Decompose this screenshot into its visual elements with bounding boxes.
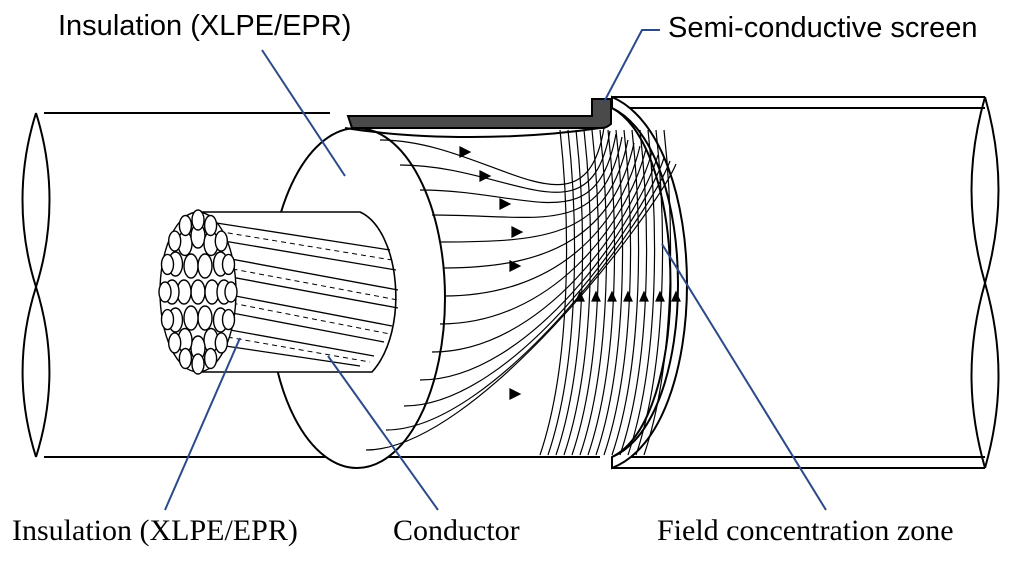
strand-circle bbox=[158, 281, 172, 303]
semi-conductive-screen bbox=[346, 98, 612, 129]
field-line bbox=[431, 151, 653, 353]
field-line bbox=[379, 127, 605, 186]
strand-circle bbox=[197, 253, 213, 279]
field-arrowhead bbox=[511, 226, 524, 238]
leader-lines bbox=[164, 29, 827, 511]
field-arrowhead bbox=[623, 290, 633, 302]
field-line-dense bbox=[595, 129, 624, 456]
strand-circle bbox=[224, 281, 238, 303]
field-line-dense bbox=[643, 129, 672, 456]
field-line bbox=[403, 157, 665, 407]
field-line-dense bbox=[571, 129, 600, 456]
strand-circle bbox=[160, 253, 175, 276]
field-line bbox=[443, 142, 635, 269]
strand-circle bbox=[221, 253, 236, 276]
field-line bbox=[439, 139, 629, 243]
field-line bbox=[439, 148, 647, 325]
strand-circle bbox=[214, 332, 229, 354]
field-arrowhead bbox=[575, 290, 585, 302]
field-line bbox=[385, 160, 671, 431]
strand-circle bbox=[203, 214, 218, 237]
strand-circle bbox=[214, 230, 229, 252]
label-insulation-bottom: Insulation (XLPE/EPR) bbox=[12, 514, 298, 547]
strand-circle bbox=[221, 308, 236, 331]
strand-circle bbox=[203, 347, 218, 370]
leader-conductor bbox=[327, 355, 439, 511]
field-line-dense bbox=[627, 129, 656, 456]
field-line bbox=[431, 136, 623, 219]
strand-circle bbox=[178, 214, 193, 237]
field-arrowhead bbox=[509, 260, 522, 272]
label-field-concentration-zone: Field concentration zone bbox=[657, 514, 954, 547]
field-line bbox=[365, 163, 677, 451]
leader-field-concentration-zone bbox=[661, 243, 827, 511]
field-line-dense bbox=[611, 129, 640, 456]
field-arrowhead bbox=[607, 290, 617, 302]
label-conductor: Conductor bbox=[393, 514, 520, 547]
field-arrowhead bbox=[459, 146, 472, 158]
leader-semi-conductive-screen bbox=[603, 29, 660, 103]
label-insulation-top: Insulation (XLPE/EPR) bbox=[58, 10, 352, 42]
electric-field-lines bbox=[365, 127, 681, 456]
field-line-dense bbox=[547, 129, 576, 456]
strand-circle bbox=[197, 305, 213, 331]
field-line bbox=[419, 133, 617, 204]
label-semi-conductive-screen: Semi-conductive screen bbox=[668, 12, 978, 44]
strand-circle bbox=[178, 347, 193, 370]
strand-circle bbox=[160, 308, 175, 331]
field-arrowhead bbox=[671, 290, 681, 302]
field-line-dense bbox=[587, 129, 616, 456]
field-arrowhead bbox=[479, 170, 492, 182]
strand-circle bbox=[191, 209, 205, 231]
field-line-dense bbox=[619, 129, 648, 456]
leader-insulation-top bbox=[261, 49, 346, 177]
field-arrowhead bbox=[509, 388, 522, 400]
field-arrowhead bbox=[639, 290, 649, 302]
field-line bbox=[419, 154, 659, 381]
outer-cable-left bbox=[21, 112, 600, 458]
strand-circle bbox=[183, 305, 199, 331]
leader-insulation-bottom bbox=[164, 337, 241, 511]
field-line-dense bbox=[563, 129, 592, 456]
strand-circle bbox=[167, 332, 182, 354]
outer-cable-right bbox=[612, 96, 1000, 469]
strand-circle bbox=[167, 230, 182, 252]
field-arrowhead bbox=[655, 290, 665, 302]
field-line-dense bbox=[539, 129, 568, 456]
strand-circle bbox=[191, 353, 205, 375]
strand-circle bbox=[183, 253, 199, 279]
field-line-dense bbox=[579, 129, 608, 456]
field-arrowhead bbox=[591, 290, 601, 302]
conductor-strands bbox=[197, 211, 399, 373]
field-line-dense bbox=[555, 129, 584, 456]
field-line bbox=[399, 130, 611, 193]
conductor-end-face bbox=[158, 209, 238, 375]
field-line-dense bbox=[635, 129, 664, 456]
field-arrowhead bbox=[499, 198, 512, 210]
field-line bbox=[443, 145, 641, 297]
strand-circle bbox=[190, 279, 206, 305]
field-line-dense bbox=[603, 129, 632, 456]
